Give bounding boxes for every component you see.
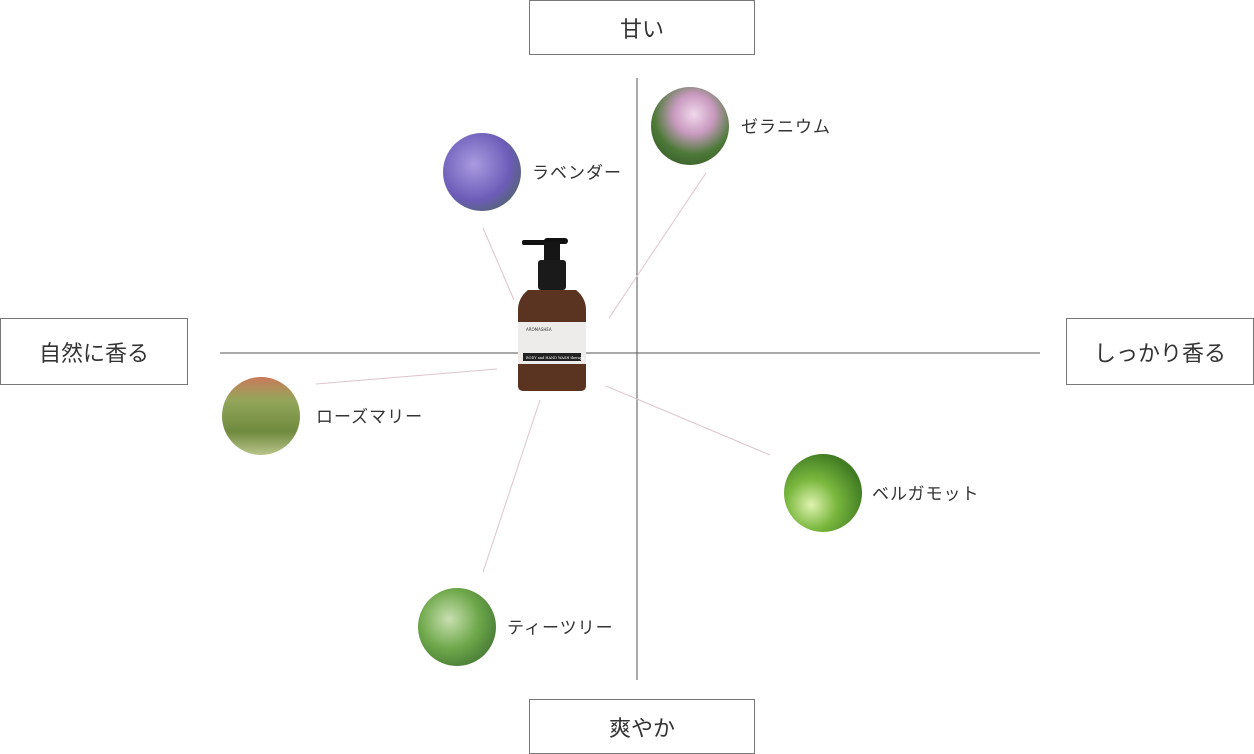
product-bottle-image: AROMASHEA BODY and HAND WASH therapy [514,238,590,392]
product-brand: AROMASHEA [526,327,552,332]
bergamot-photo [784,454,862,532]
axis-label-top: 甘い [529,0,755,55]
lavender-photo [443,133,521,211]
axis-label-bottom: 爽やか [529,699,755,754]
label-lavender: ラベンダー [532,163,622,184]
connector-bergamot [605,385,771,456]
connector-tea-tree [482,399,541,573]
connector-lavender [482,227,515,301]
label-tea-tree: ティーツリー [507,618,614,639]
label-bergamot: ベルガモット [872,484,980,505]
tea-tree-photo [418,588,496,666]
geranium-photo [651,87,729,165]
rosemary-photo [222,377,300,455]
axis-label-left: 自然に香る [0,318,188,385]
label-geranium: ゼラニウム [741,117,831,138]
connector-geranium [608,172,707,319]
connector-rosemary [315,368,498,385]
axis-label-right: しっかり香る [1066,318,1254,385]
product-name: BODY and HAND WASH therapy [526,356,584,360]
label-rosemary: ローズマリー [316,407,424,428]
